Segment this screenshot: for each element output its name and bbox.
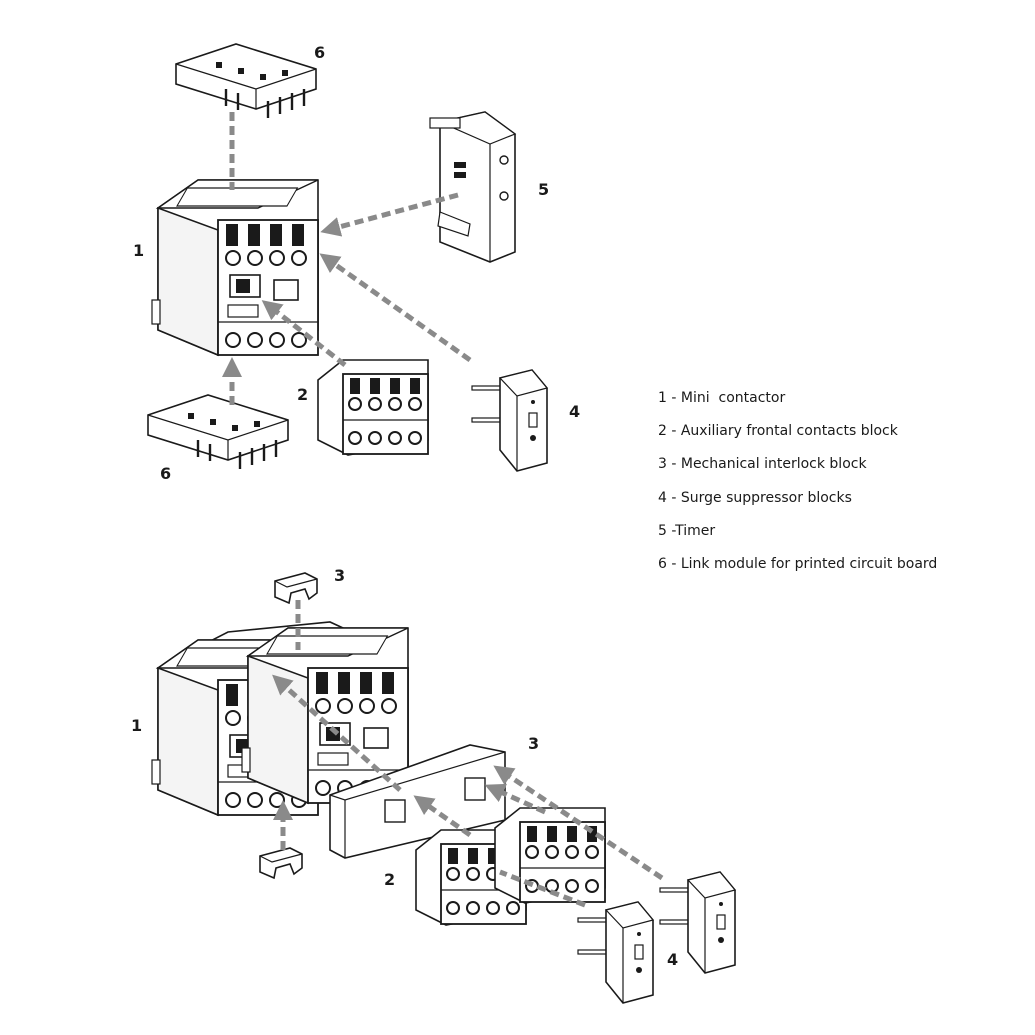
arrow-timer-to-contactor <box>320 192 459 237</box>
mini-contactor-top <box>151 179 319 356</box>
reversing-contactor <box>151 621 409 816</box>
auxiliary-contacts-top <box>317 359 429 456</box>
callout-top-2: 2 <box>297 385 309 404</box>
arrow-aux-right-to-interlock <box>484 783 547 815</box>
legend-item-6: 6 - Link module for printed circuit boar… <box>658 555 938 572</box>
arrow-aux-left-to-interlock <box>413 795 472 838</box>
surge-suppressor-bottom-left <box>577 901 654 1004</box>
timer-block <box>429 111 516 263</box>
callout-top-5: 5 <box>538 180 550 199</box>
arrow-surge-left <box>499 869 586 908</box>
callout-bottom-1: 1 <box>131 716 143 735</box>
callout-bottom-3-right: 3 <box>528 734 540 753</box>
arrow-surge-right-to-interlock <box>493 765 664 881</box>
callout-bottom-4: 4 <box>667 950 679 969</box>
assembly-arrows-bottom <box>272 600 664 908</box>
callout-bottom-2: 2 <box>384 870 396 889</box>
callout-bottom-3-upper: 3 <box>334 566 346 585</box>
small-interlock-top <box>274 572 318 604</box>
surge-suppressor-top <box>471 369 548 472</box>
link-module-top <box>174 42 318 120</box>
callout-top-4: 4 <box>569 402 581 421</box>
arrow-surge-to-contactor <box>319 253 472 363</box>
parts-legend: 1 - Mini contactor 2 - Auxiliary frontal… <box>658 388 937 587</box>
link-module-bottom <box>146 393 290 471</box>
arrow-aux-to-contactor <box>261 300 347 367</box>
small-interlock-bottom <box>259 847 303 879</box>
auxiliary-contacts-bottom-right <box>494 807 606 904</box>
legend-item-1: 1 - Mini contactor <box>658 390 786 406</box>
legend-item-5: 5 -Timer <box>658 522 716 539</box>
callout-top-6-upper: 6 <box>314 43 326 62</box>
legend-item-4: 4 - Surge suppressor blocks <box>658 489 852 506</box>
assembly-arrows-top <box>222 112 472 405</box>
legend-item-3: 3 - Mechanical interlock block <box>658 456 867 473</box>
legend-item-2: 2 - Auxiliary frontal contacts block <box>658 423 898 440</box>
callout-top-6-lower: 6 <box>160 464 172 483</box>
callout-top-1: 1 <box>133 241 145 260</box>
